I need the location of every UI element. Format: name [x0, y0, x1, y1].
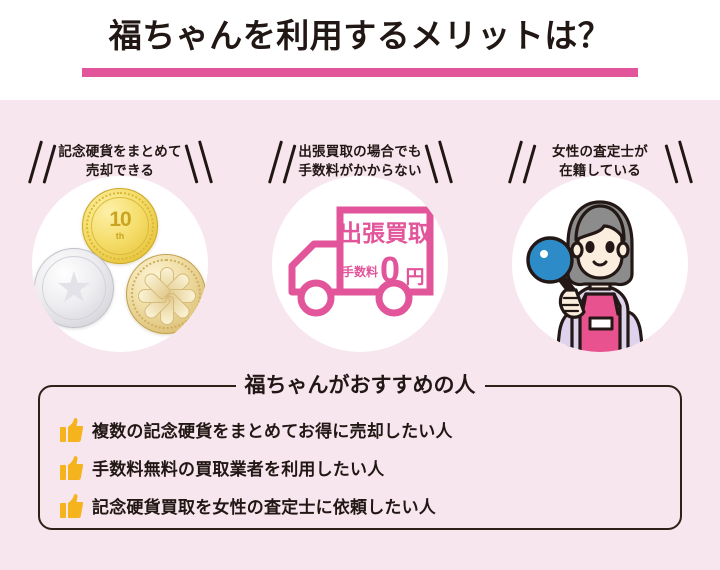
- feature-illustration-circle: 10 th: [32, 176, 208, 352]
- feature-heading-line1: 出張買取の場合でも: [298, 144, 422, 159]
- feature-illustration-circle: [512, 176, 688, 352]
- truck-fee-label: 手数料: [342, 264, 378, 279]
- heading-dash-right: [498, 384, 575, 388]
- delivery-truck-icon: 出張買取 手数料 0 円: [288, 206, 434, 317]
- coin-dot-rim: [86, 192, 154, 260]
- coin-inner-rim: [42, 256, 106, 320]
- recommend-list-item: 記念硬貨買取を女性の査定士に依頼したい人: [60, 493, 436, 518]
- recommend-list-item: 複数の記念硬貨をまとめてお得に売却したい人: [60, 417, 453, 442]
- feature-heading-line1: 記念硬貨をまとめて: [58, 144, 182, 159]
- feature-heading-line2: 在籍している: [559, 163, 641, 178]
- silver-star-coin-icon: [34, 248, 114, 328]
- recommend-list-item: 手数料無料の買取業者を利用したい人: [60, 455, 384, 480]
- female-appraiser-icon: [526, 200, 645, 352]
- coin-inner-rim: [91, 197, 149, 255]
- feature-heading-truck: 出張買取の場合でも 手数料がかからない: [240, 142, 480, 180]
- content-panel: 記念硬貨をまとめて 売却できる 10 th: [0, 100, 720, 570]
- recommend-heading: 福ちゃんがおすすめの人: [235, 371, 485, 401]
- truck-fee-unit: 円: [405, 267, 424, 288]
- feature-heading-appraiser: 女性の査定士が 在籍している: [480, 142, 720, 180]
- recommend-item-text: 複数の記念硬貨をまとめてお得に売却したい人: [92, 422, 453, 441]
- feature-panel-appraiser: 女性の査定士が 在籍している: [480, 100, 720, 360]
- feature-heading-line1: 女性の査定士が: [552, 144, 648, 159]
- coin-value-label: 10: [109, 208, 131, 231]
- eye-icon: [605, 241, 615, 253]
- title-area: 福ちゃんを利用するメリットは？: [0, 0, 720, 100]
- feature-heading-coins: 記念硬貨をまとめて 売却できる: [0, 142, 240, 180]
- thumbs-up-icon: [60, 417, 83, 442]
- feature-illustration-circle: 出張買取 手数料 0 円: [272, 176, 448, 352]
- coin-inner-rim: [131, 259, 201, 329]
- gold-anniversary-coin-icon: 10 th: [82, 188, 158, 264]
- feature-heading-line2: 売却できる: [85, 163, 155, 178]
- eye-icon: [585, 241, 595, 253]
- title-underline: [82, 68, 638, 77]
- feature-panel-coins: 記念硬貨をまとめて 売却できる 10 th: [0, 100, 240, 360]
- heading-dash-left: [145, 384, 222, 388]
- recommend-item-text: 手数料無料の買取業者を利用したい人: [92, 460, 385, 479]
- thumbs-up-icon: [60, 455, 83, 480]
- truck-banner-label: 出張買取: [339, 220, 431, 246]
- coin-suffix-label: th: [115, 231, 125, 241]
- lens-highlight: [540, 250, 548, 258]
- page-title: 福ちゃんを利用するメリットは？: [108, 17, 612, 54]
- feature-panel-truck: 出張買取の場合でも 手数料がかからない 出張買取 手数料 0 円: [240, 100, 480, 360]
- recommend-item-text: 記念硬貨買取を女性の査定士に依頼したい人: [92, 498, 436, 517]
- truck-fee-amount: 0: [380, 249, 400, 290]
- bronze-flower-coin-icon: [126, 254, 206, 334]
- recommend-heading-wrap: 福ちゃんがおすすめの人: [38, 370, 682, 402]
- thumbs-up-icon: [60, 493, 83, 518]
- feature-heading-line2: 手数料がかからない: [298, 163, 422, 178]
